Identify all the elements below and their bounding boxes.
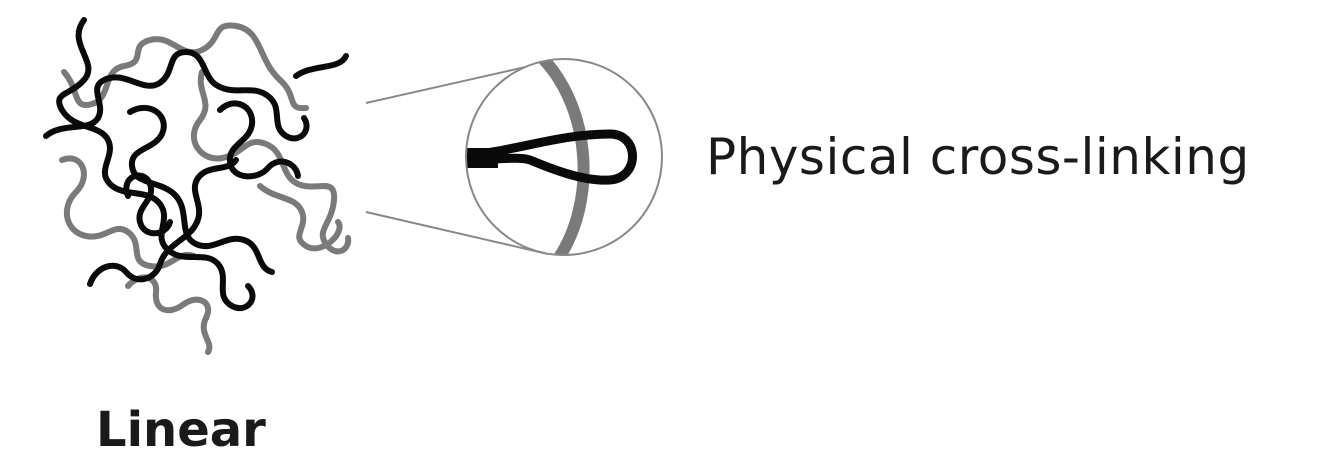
polymer-type-label: Linear — [96, 402, 266, 458]
gray-chain-4 — [128, 277, 209, 352]
black-polymer-chains — [46, 20, 346, 308]
crosslinking-label: Physical cross-linking — [706, 128, 1250, 186]
lens-black-loop-tail — [464, 148, 498, 168]
gray-chain-3 — [62, 158, 194, 266]
black-chain-4 — [296, 56, 346, 76]
magnifier-lens — [464, 52, 662, 262]
